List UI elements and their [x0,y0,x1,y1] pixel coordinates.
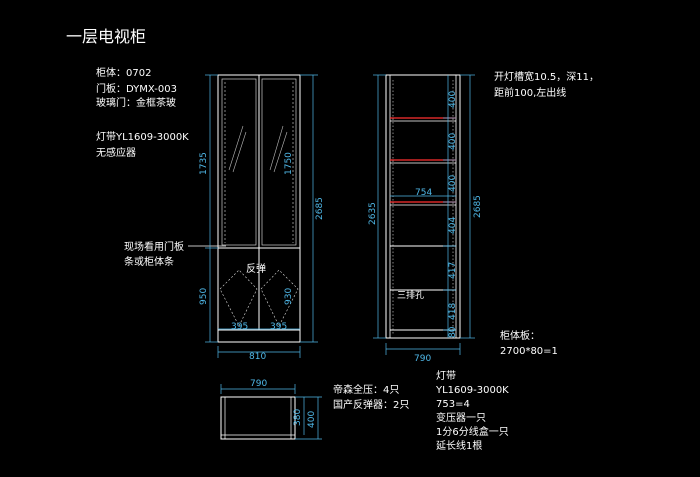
shelf-gap-1: 400 [448,91,458,108]
shelf-gap-3: 400 [448,175,458,192]
rebound-door-swing [219,269,299,327]
drawing-title: 一层电视柜 [66,27,146,46]
light-list-model: YL1609-3000K [435,385,509,396]
front-width: 810 [249,352,266,362]
door-width-left: 395 [231,322,248,332]
light-list-transformer: 变压器一只 [436,411,486,424]
spec-note-door: 门板：DYMX-003 [96,82,177,95]
front-lower-height: 950 [199,288,209,305]
light-note-sensor: 无感应器 [96,146,136,159]
spec-note-cabinet: 柜体：0702 [96,66,151,79]
groove-note-line2: 距前100,左出线 [494,86,566,99]
light-list-extension: 延长线1根 [436,439,482,452]
plan-width: 790 [250,379,267,389]
light-note-strip: 灯带YL1609-3000K [96,131,189,143]
spec-note-glass: 玻璃门：金框茶玻 [96,96,176,109]
light-list-box: 1分6分线盒一只 [436,425,509,438]
light-list-qty: 753=4 [436,399,470,410]
board-note-line2: 2700*80=1 [500,346,558,357]
shelf-gap-6: 418 [448,303,458,320]
side-total-height-outer: 2685 [473,195,483,218]
light-list-title: 灯带 [436,370,456,382]
inner-width: 754 [415,188,432,198]
rebound-label: 反弹 [246,262,266,275]
hardware-note-hinge: 帝森全压：4只 [333,383,399,396]
site-note-line1: 现场看用门板 [124,240,184,253]
side-total-height: 2635 [368,202,378,225]
plinth-height: 80 [448,326,458,338]
plan-view [220,396,296,440]
side-section: 三排孔 [385,74,461,339]
front-lower-height-inner: 930 [284,288,294,305]
glass-pane-right [261,78,297,246]
groove-note-line1: 开灯槽宽10.5，深11， [494,70,599,83]
plan-depth: 380 [293,409,303,426]
shelf-gap-4: 404 [448,217,458,234]
plan-dimension-lines [220,384,322,440]
front-upper-height-inner: 1750 [284,152,294,175]
board-note-line1: 柜体板： [500,329,540,342]
plan-depth-outer: 400 [307,411,317,428]
shelf-gap-2: 400 [448,133,458,150]
hardware-note-rebound: 国产反弹器：2只 [333,398,409,411]
glass-pane-left [221,78,257,246]
door-width-right: 395 [270,322,287,332]
three-hole-label: 三排孔 [397,289,424,301]
side-dimension-lines [373,74,475,355]
front-total-height: 2685 [315,197,325,220]
front-dimension-lines [205,74,318,358]
shelf-gap-5: 417 [448,262,458,279]
side-width: 790 [414,354,431,364]
front-upper-height: 1735 [199,152,209,175]
front-elevation: 反弹 [217,74,301,343]
site-note-line2: 条或柜体条 [124,255,174,268]
